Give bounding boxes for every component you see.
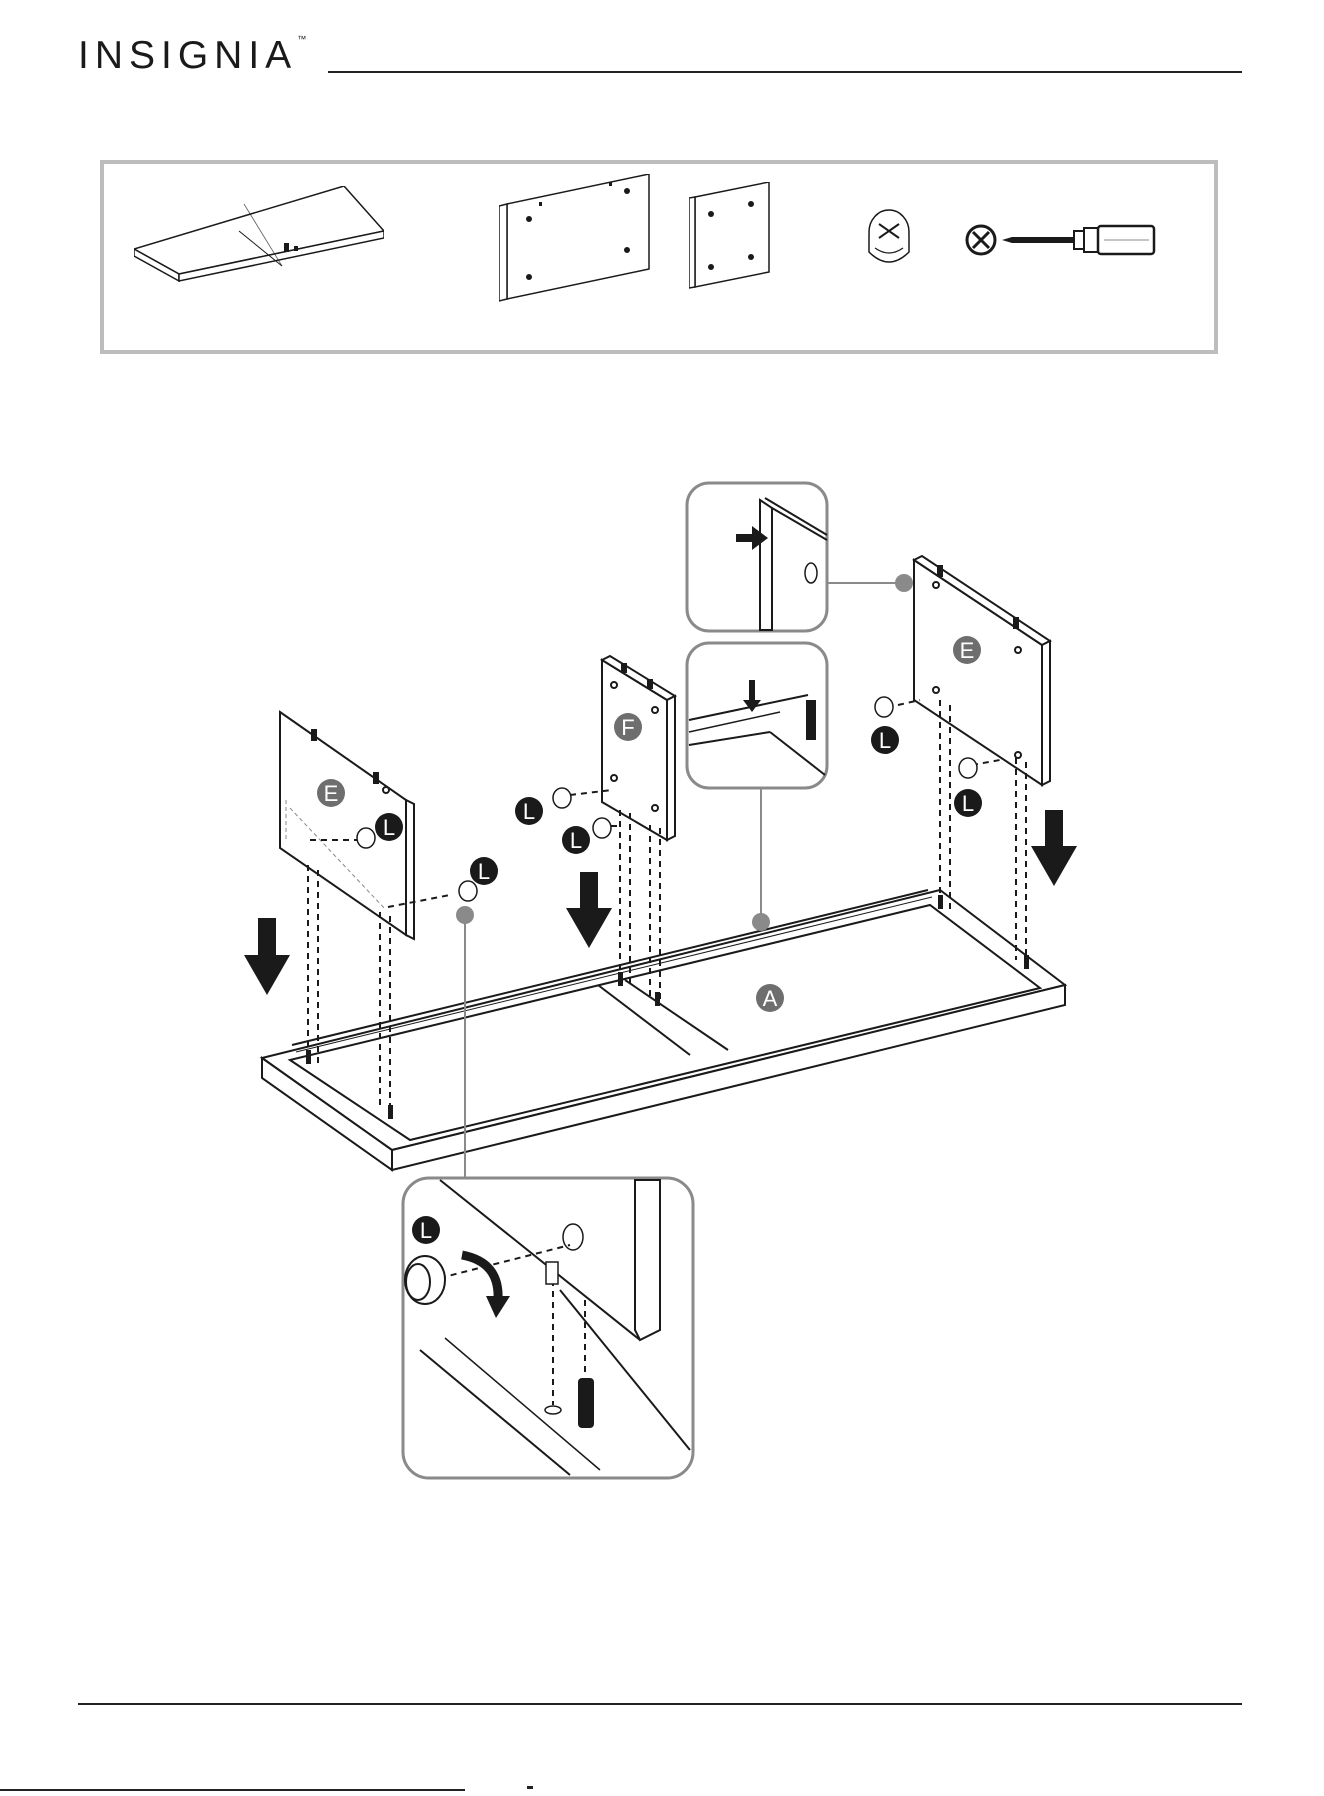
badge-a-label: A — [763, 986, 778, 1011]
detail-inset-groove — [687, 643, 827, 788]
long-panel-icon — [134, 186, 384, 286]
page-bottom-mark — [527, 1786, 533, 1789]
badge-l-label-2: L — [478, 859, 490, 884]
badge-f: F — [614, 713, 642, 741]
badge-e-right-label: E — [960, 638, 975, 663]
badge-l-label-6: L — [962, 791, 974, 816]
side-panel-icon — [499, 174, 659, 304]
phillips-screwdriver-icon — [964, 216, 1164, 266]
detail-inset-cam-lock: L — [403, 1178, 693, 1478]
badge-l-label-4: L — [570, 828, 582, 853]
badge-l-label-1: L — [383, 815, 395, 840]
middle-panel-icon — [689, 182, 779, 292]
detail-badge-l-label: L — [420, 1218, 432, 1243]
badge-f-label: F — [621, 715, 634, 740]
badge-e-left-label: E — [324, 781, 339, 806]
trademark-symbol: ™ — [297, 34, 306, 44]
brand-logo: INSIGNIA™ — [78, 34, 306, 78]
cam-lock-icon — [861, 204, 921, 274]
panel-f — [602, 656, 675, 840]
assembly-diagram: E F E A L L L L L L — [0, 470, 1324, 1500]
page-header: INSIGNIA™ — [0, 0, 1324, 110]
badge-a: A — [756, 984, 784, 1012]
header-rule — [328, 71, 1242, 73]
badge-e-left: E — [317, 779, 345, 807]
brand-name: INSIGNIA — [78, 34, 297, 77]
detail-inset-edge — [687, 483, 827, 631]
base-frame — [262, 890, 1065, 1170]
page-bottom-strip — [0, 1789, 465, 1791]
parts-tools-box — [100, 160, 1218, 354]
badge-l: L L L L L L — [375, 726, 982, 885]
badge-l-label-5: L — [879, 728, 891, 753]
badge-e-right: E — [953, 636, 981, 664]
panel-e-right — [914, 556, 1050, 785]
badge-l-label-3: L — [523, 799, 535, 824]
footer-rule — [78, 1703, 1242, 1705]
